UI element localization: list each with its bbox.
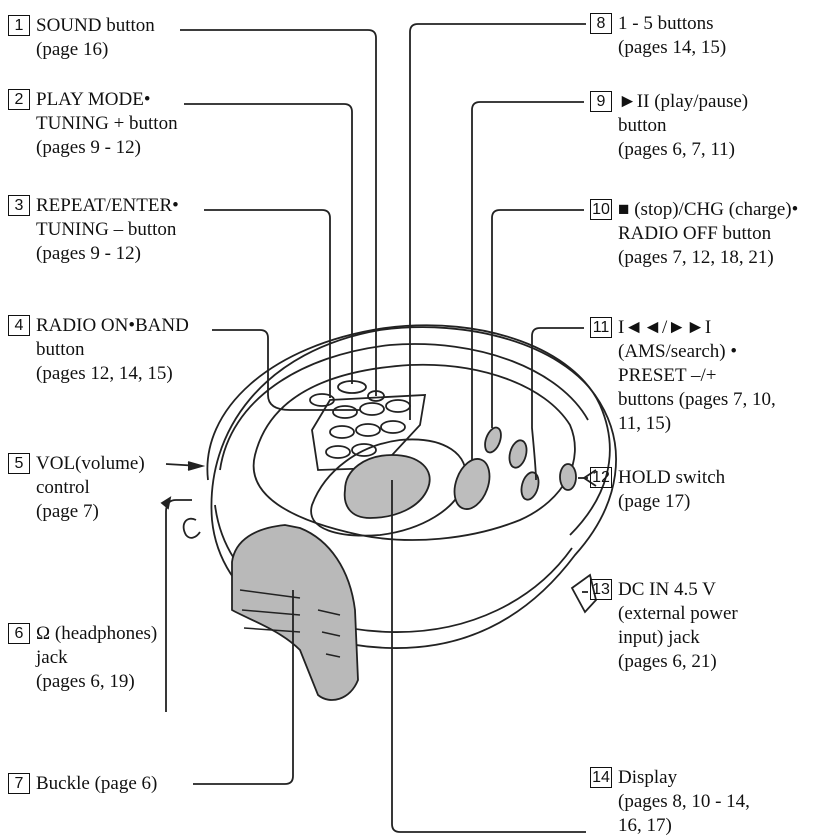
callout-6-line-1: Ω (headphones) bbox=[36, 623, 158, 644]
callout-3-line-1: REPEAT/ENTER• bbox=[36, 195, 179, 216]
leader-11 bbox=[531, 327, 584, 481]
callout-11-line-4: buttons (pages 7, 10, bbox=[618, 389, 776, 410]
callout-5-line-1: VOL(volume) bbox=[36, 453, 145, 474]
display-window bbox=[343, 454, 431, 519]
callout-4: 4 RADIO ON•BAND button (pages 12, 14, 15) bbox=[8, 314, 189, 386]
callout-8-line-2: (pages 14, 15) bbox=[618, 37, 727, 58]
callout-11-line-3: PRESET –/+ bbox=[618, 365, 717, 386]
button-5 bbox=[355, 423, 381, 437]
callout-4-line-2: button bbox=[36, 339, 85, 360]
vol-control-shape bbox=[182, 517, 201, 539]
play-pause-button-shape bbox=[453, 458, 491, 510]
ams-plus-button-shape bbox=[520, 471, 540, 501]
callout-9-line-3: (pages 6, 7, 11) bbox=[618, 139, 735, 160]
callout-9-line-1: ►II (play/pause) bbox=[618, 91, 749, 112]
callout-2: 2 PLAY MODE• TUNING + button (pages 9 - 1… bbox=[8, 88, 178, 160]
callout-7: 7 Buckle (page 6) bbox=[8, 772, 157, 796]
ams-minus-button-shape bbox=[508, 439, 528, 469]
button-panel bbox=[311, 394, 427, 471]
callout-9-line-2: button bbox=[618, 115, 667, 136]
callout-13-line-2: (external power bbox=[618, 603, 738, 624]
button-6 bbox=[380, 420, 406, 434]
callout-8: 8 1 - 5 buttons (pages 14, 15) bbox=[590, 12, 726, 60]
callout-11-number: 11 bbox=[590, 317, 612, 338]
callout-1-line-2: (page 16) bbox=[36, 39, 109, 60]
callout-10-line-3: (pages 7, 12, 18, 21) bbox=[618, 247, 774, 268]
leader-2 bbox=[184, 103, 353, 384]
callout-12-line-1: HOLD switch bbox=[618, 467, 726, 488]
callout-1-line-1: SOUND button bbox=[36, 15, 155, 36]
callout-9: 9 ►II (play/pause) button (pages 6, 7, 11… bbox=[590, 90, 748, 162]
buckle-shape bbox=[231, 524, 359, 701]
callout-10-number: 10 bbox=[590, 199, 612, 220]
callout-12-number: 12 bbox=[590, 467, 612, 488]
callout-1: 1 SOUND button (page 16) bbox=[8, 14, 155, 62]
button-8 bbox=[351, 443, 377, 457]
callout-11: 11 I◄◄/►►I (AMS/search) • PRESET –/+ butt… bbox=[590, 316, 776, 436]
callout-2-number: 2 bbox=[8, 89, 30, 110]
callout-10-line-1: ■ (stop)/CHG (charge)• bbox=[618, 199, 799, 220]
leader-8 bbox=[409, 23, 586, 420]
callout-10-line-2: RADIO OFF button bbox=[618, 223, 772, 244]
dc-in-shape bbox=[570, 573, 597, 614]
callout-11-line-2: (AMS/search) • bbox=[618, 341, 738, 362]
callout-6-line-3: (pages 6, 19) bbox=[36, 671, 135, 692]
leader-6 bbox=[165, 499, 192, 712]
callout-7-number: 7 bbox=[8, 773, 30, 794]
callout-3-number: 3 bbox=[8, 195, 30, 216]
leader-10 bbox=[491, 209, 584, 428]
callout-8-line-1: 1 - 5 buttons bbox=[618, 13, 714, 34]
callout-4-line-1: RADIO ON•BAND bbox=[36, 315, 189, 336]
callout-6: 6 Ω (headphones) jack (pages 6, 19) bbox=[8, 622, 157, 694]
callout-14-line-1: Display bbox=[618, 767, 678, 788]
callout-10: 10 ■ (stop)/CHG (charge)• RADIO OFF butto… bbox=[590, 198, 798, 270]
callout-12: 12 HOLD switch (page 17) bbox=[590, 466, 725, 514]
callout-2-line-2: TUNING + button bbox=[36, 113, 178, 134]
leader-4 bbox=[212, 329, 360, 411]
callout-3: 3 REPEAT/ENTER• TUNING – button (pages 9 … bbox=[8, 194, 179, 266]
callout-2-line-3: (pages 9 - 12) bbox=[36, 137, 141, 158]
hold-switch-shape bbox=[559, 463, 577, 491]
callout-8-number: 8 bbox=[590, 13, 612, 34]
callout-3-line-2: TUNING – button bbox=[36, 219, 177, 240]
leader-3 bbox=[204, 209, 331, 398]
callout-3-line-3: (pages 9 - 12) bbox=[36, 243, 141, 264]
callout-13: 13 DC IN 4.5 V (external power input) jac… bbox=[590, 578, 738, 674]
callout-1-number: 1 bbox=[8, 15, 30, 36]
callout-12-line-2: (page 17) bbox=[618, 491, 691, 512]
button-1 bbox=[332, 405, 358, 419]
button-4 bbox=[329, 425, 355, 439]
callout-6-number: 6 bbox=[8, 623, 30, 644]
callout-14: 14 Display (pages 8, 10 - 14, 16, 17) bbox=[590, 766, 750, 838]
callout-14-line-3: 16, 17) bbox=[618, 815, 672, 836]
callout-5-line-3: (page 7) bbox=[36, 501, 99, 522]
leader-7 bbox=[193, 590, 294, 785]
leader-9 bbox=[471, 101, 584, 460]
leader-14 bbox=[391, 480, 586, 833]
leader-1 bbox=[180, 29, 377, 396]
callout-13-line-1: DC IN 4.5 V bbox=[618, 579, 716, 600]
callout-14-number: 14 bbox=[590, 767, 612, 788]
button-2 bbox=[359, 402, 385, 416]
callout-11-line-1: I◄◄/►►I bbox=[618, 317, 712, 338]
callout-13-line-3: input) jack bbox=[618, 627, 700, 648]
callout-7-line-1: Buckle (page 6) bbox=[36, 773, 158, 794]
callout-4-number: 4 bbox=[8, 315, 30, 336]
callout-6-line-2: jack bbox=[36, 647, 68, 668]
callout-4-line-3: (pages 12, 14, 15) bbox=[36, 363, 173, 384]
callout-5-number: 5 bbox=[8, 453, 30, 474]
callout-5: 5 VOL(volume) control (page 7) bbox=[8, 452, 145, 524]
callout-2-line-1: PLAY MODE• bbox=[36, 89, 151, 110]
callout-13-line-4: (pages 6, 21) bbox=[618, 651, 717, 672]
callout-9-number: 9 bbox=[590, 91, 612, 112]
callout-5-line-2: control bbox=[36, 477, 90, 498]
callout-13-number: 13 bbox=[590, 579, 612, 600]
callout-14-line-2: (pages 8, 10 - 14, bbox=[618, 791, 750, 812]
callout-11-line-5: 11, 15) bbox=[618, 413, 672, 434]
sound-button-shape bbox=[309, 393, 335, 407]
button-7 bbox=[325, 445, 351, 459]
stop-button-shape bbox=[484, 426, 502, 454]
